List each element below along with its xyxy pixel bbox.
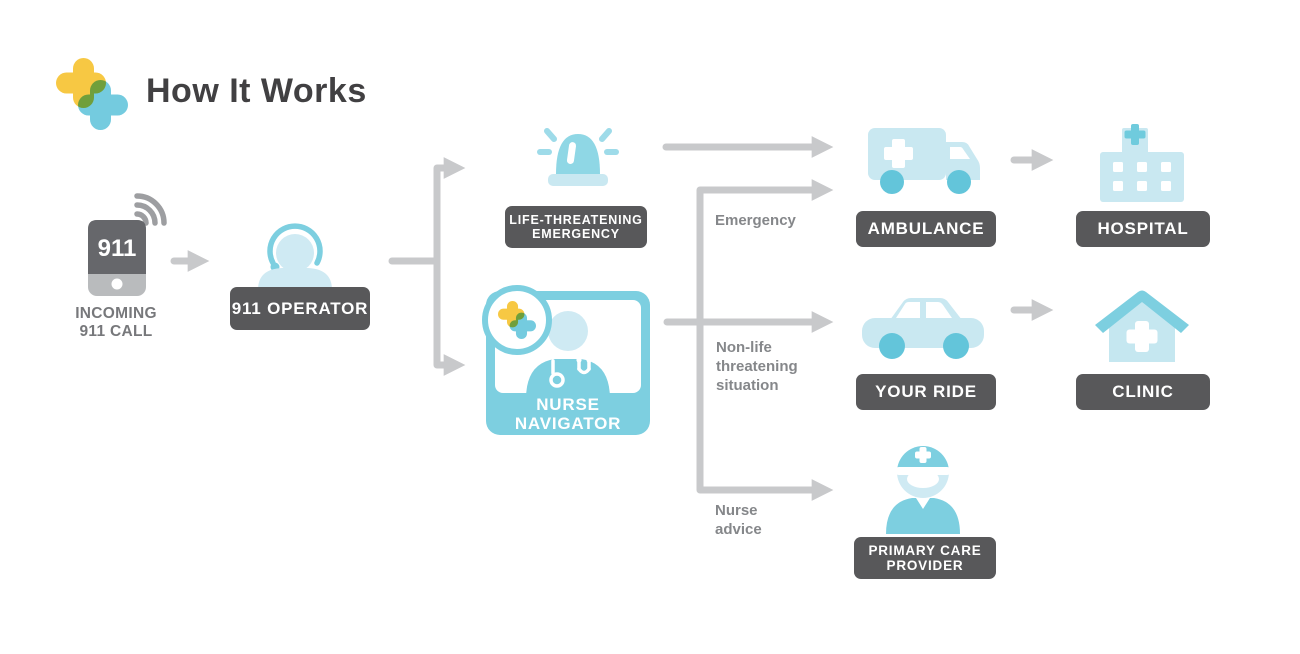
primary-care-line: PROVIDER [886, 558, 964, 573]
life-threatening-label: LIFE-THREATENING EMERGENCY [505, 206, 647, 248]
operator-label-text: 911 OPERATOR [231, 298, 369, 318]
siren-icon [537, 128, 619, 186]
nurse-icon [526, 311, 610, 393]
hospital-label: HOSPITAL [1076, 211, 1210, 247]
page-title: How It Works [146, 72, 367, 110]
provider-icon [886, 446, 960, 534]
life-threatening-line: EMERGENCY [532, 227, 620, 241]
connector-operator-to-emergency [433, 157, 466, 265]
your-ride-label: YOUR RIDE [856, 374, 996, 410]
nurse-navigator-line: NURSE [536, 395, 600, 414]
car-icon [862, 298, 984, 359]
your-ride-label-text: YOUR RIDE [875, 382, 977, 401]
branch-label-nurse-advice: Nurse advice [715, 502, 762, 538]
primary-care-line: PRIMARY CARE [868, 542, 982, 558]
hospital-icon [1100, 124, 1184, 202]
hospital-label-text: HOSPITAL [1097, 219, 1189, 238]
ambulance-label: AMBULANCE [856, 211, 996, 247]
brand-cross-icon [498, 301, 536, 339]
clinic-label: CLINIC [1076, 374, 1210, 410]
connector-navigator-advice-branch [696, 318, 834, 501]
signal-waves-icon [134, 193, 167, 226]
branch-label-non-life: Non-life threatening situation [716, 339, 798, 394]
connector-operator-to-navigator [433, 257, 466, 376]
clinic-house-icon [1095, 290, 1189, 362]
ambulance-icon [868, 128, 980, 194]
navigator-brand-badge [482, 285, 552, 355]
operator-headset-icon [258, 223, 332, 290]
incoming-call-caption: INCOMING 911 CALL [58, 305, 174, 340]
nurse-navigator-line: NAVIGATOR [514, 414, 622, 433]
operator-label: 911 OPERATOR [230, 287, 370, 330]
ambulance-label-text: AMBULANCE [867, 219, 985, 238]
caption-line: INCOMING [75, 305, 157, 322]
caption-line: 911 CALL [79, 322, 153, 340]
phone-screen-text: 911 [98, 235, 137, 262]
life-threatening-line: LIFE-THREATENING [509, 212, 643, 227]
primary-care-provider-label: PRIMARY CARE PROVIDER [854, 537, 996, 579]
nurse-navigator-label: NURSE NAVIGATOR [486, 395, 650, 433]
connector-navigator-emergency-branch [696, 179, 834, 326]
branch-label-emergency: Emergency [715, 212, 796, 229]
clinic-label-text: CLINIC [1112, 382, 1174, 401]
brand-cross-icon [56, 58, 128, 130]
phone-911-icon: 911 [88, 220, 146, 296]
